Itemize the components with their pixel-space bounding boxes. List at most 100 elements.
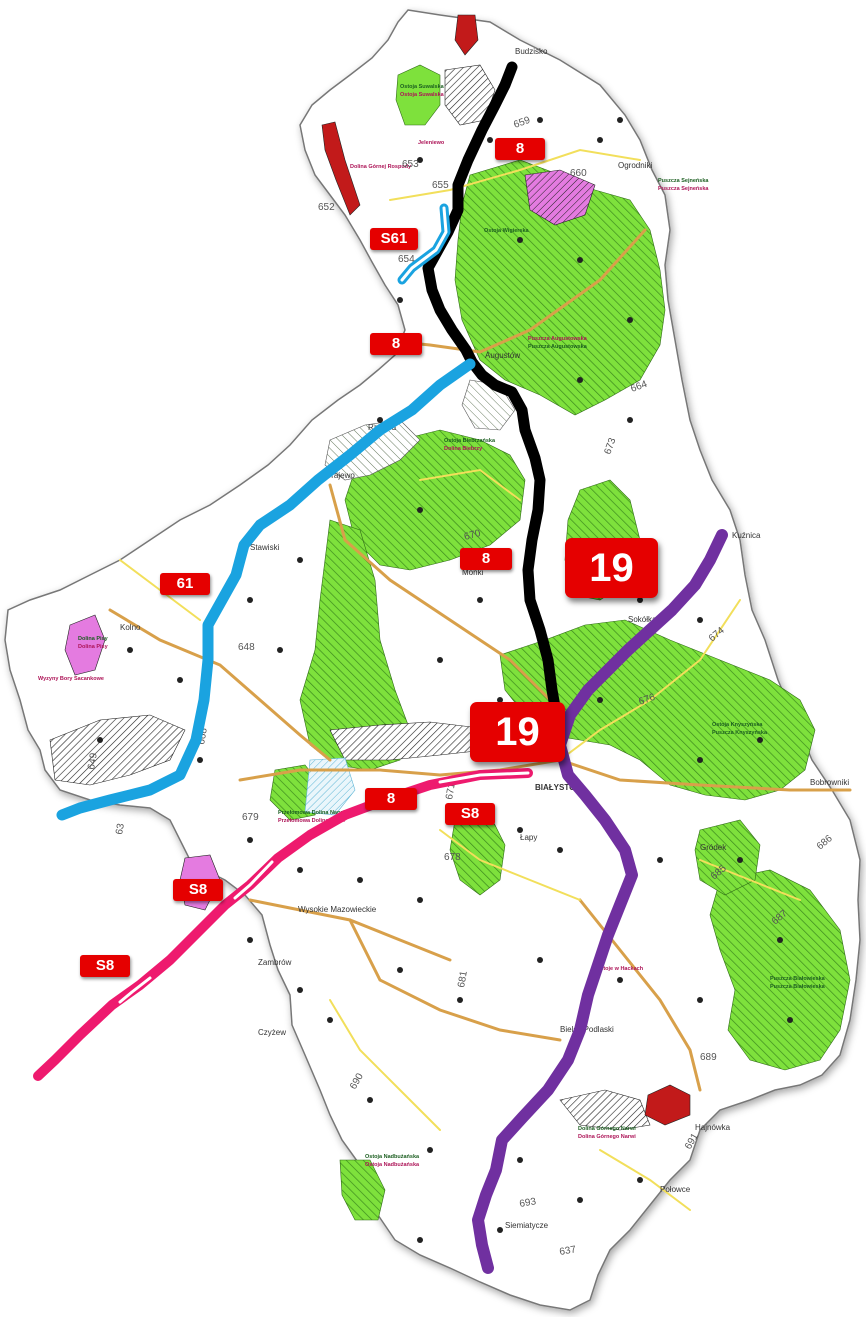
area-label-puszcza-knyszynska: Puszcza Knyszyńska: [712, 730, 768, 736]
route-badge-8-north: 8: [495, 138, 545, 160]
area-label-wyzyny-bory: Wyzyny Bory Sacankowe: [38, 676, 104, 682]
area-label-ostoja-suwalska: Ostoja Suwalska: [400, 84, 445, 90]
place-budzisko: Budzisko: [515, 47, 548, 56]
road-number-649: 649: [86, 752, 100, 771]
route-badge-8-middle: 8: [460, 548, 512, 570]
road-yellow-4: [389, 148, 641, 201]
route-badge-19-south: 19: [470, 702, 565, 762]
road-yellow-6: [329, 999, 441, 1131]
road-network: [108, 148, 852, 1211]
place-augustow: Augustów: [485, 351, 520, 360]
place-zambrow: Zambrów: [258, 958, 292, 967]
road-numbers: 6596606556536526546646736706746766486686…: [86, 115, 835, 1258]
route-badge-61: 61: [160, 573, 210, 595]
place-siemiatycze: Siemiatycze: [505, 1221, 549, 1230]
forest-area-hajnowka: [694, 819, 761, 896]
place-polowce: Połowce: [660, 1185, 691, 1194]
road-number-653: 653: [402, 159, 419, 170]
road-yellow-3: [439, 829, 581, 901]
main-routes: [33, 61, 728, 1274]
place-grodek: Gródek: [700, 843, 727, 852]
route-badge-8-augustow: 8: [370, 333, 422, 355]
road-number-678: 678: [444, 852, 461, 863]
route-s8-inner-west: [118, 976, 152, 1004]
forest-area-suwalki: [395, 64, 441, 126]
pink-zone-pisa: [64, 614, 106, 676]
road-orange-bialystok-east: [558, 758, 852, 792]
place-stawiski: Stawiski: [250, 543, 280, 552]
town-dots: [97, 117, 793, 1243]
road-number-652: 652: [318, 202, 335, 213]
place-kolno: Kolno: [120, 623, 141, 632]
forest-area-augustow: [454, 159, 666, 416]
hatched-area-dark-west: [49, 714, 186, 786]
hatched-area-narew-upper: [559, 1089, 651, 1131]
pink-zones: [64, 14, 691, 1126]
road-yellow-1: [559, 599, 741, 761]
area-label-ostoja-wigierska: Ostoja Wigierska: [484, 228, 530, 234]
road-number-681: 681: [456, 970, 470, 989]
red-zone-rospuda: [321, 121, 361, 216]
road-number-655: 655: [432, 180, 449, 191]
area-label-ostoja-suwalska-2: Ostoja Suwalska: [400, 92, 445, 98]
area-label-dolina-pisy-2: Dolina Pisy: [78, 644, 109, 650]
place-grajewo: Grajewo: [325, 471, 355, 480]
pink-zone-sejny: [524, 169, 596, 226]
area-label-ostoja-nadbuzanska-2: Ostoja Nadbużańska: [365, 1162, 420, 1168]
route-badge-s8-west: S8: [80, 955, 130, 977]
place-kuznica: Kuźnica: [732, 531, 761, 540]
route-s61-inner: [400, 206, 448, 282]
place-monki: Mońki: [462, 568, 484, 577]
route-badge-s61: S61: [370, 228, 418, 250]
place-bobrowniki: Bobrowniki: [810, 778, 849, 787]
road-number-654: 654: [398, 254, 415, 265]
road-orange-bialystok-west: [238, 758, 562, 782]
red-zone-north: [454, 14, 479, 56]
route-badge-19-north: 19: [565, 538, 658, 598]
route-s8-inner-mid: [233, 860, 274, 900]
area-label-dolina-gornego-narwi: Dolina Górnego Narwi: [578, 1126, 636, 1132]
place-hajnowka: Hajnówka: [695, 1123, 731, 1132]
route-s8-inner-east: [438, 771, 530, 784]
place-ogrodniki: Ogrodniki: [618, 161, 652, 170]
area-label-puszcza-sejnenska-2: Puszcza Sejneńska: [658, 186, 709, 192]
area-label-dolina-rospudy: Dolina Górnej Rospudy: [350, 164, 412, 170]
road-number-648: 648: [238, 642, 255, 653]
route-badge-s8-east: S8: [445, 803, 495, 825]
route-8-line: [422, 61, 566, 741]
road-yellow-5: [599, 1149, 691, 1211]
road-orange-south: [348, 918, 562, 1042]
forest-area-biebrza-south: [299, 519, 411, 771]
area-label-jeleniewo: Jeleniewo: [418, 140, 445, 146]
area-label-dolina-pisy: Dolina Pisy: [78, 636, 109, 642]
place-bielsk: Bielsk Podlaski: [560, 1025, 614, 1034]
road-number-693: 693: [519, 1196, 538, 1210]
area-label-dolina-biebrzy: Dolina Biebrzy: [444, 446, 483, 452]
area-label-ostoja-biebrzanska: Ostoja Biebrzańska: [444, 438, 496, 444]
road-yellow-8: [699, 859, 801, 901]
road-number-637: 637: [559, 1244, 578, 1258]
road-number-660: 660: [570, 168, 587, 179]
road-number-63: 63: [114, 822, 127, 835]
area-label-puszcza-sejnenska: Puszcza Sejneńska: [658, 178, 709, 184]
area-label-puszcza-augustowska-2: Puszcza Augustowska: [528, 344, 588, 350]
place-lapy: Łapy: [520, 833, 537, 842]
area-label-dolina-gornego-narwi-2: Dolina Górnego Narwi: [578, 1134, 636, 1140]
area-label-ostoja-nadbuzanska: Ostoja Nadbużańska: [365, 1154, 420, 1160]
area-label-puszcza-augustowska: Puszcza Augustowska: [528, 336, 588, 342]
area-label-dolina-narwi: Przełomowa Dolina Narwi: [278, 810, 345, 816]
place-bialystok: BIAŁYSTOK: [535, 783, 581, 792]
road-number-670: 670: [463, 528, 482, 543]
area-label-ostoja-knyszynska: Ostoja Knyszyńska: [712, 722, 763, 728]
forest-area-bug: [339, 1159, 386, 1221]
place-wysokie: Wysokie Mazowieckie: [298, 905, 377, 914]
area-label-puszcza-bialowieska-2: Puszcza Białowieska: [770, 984, 826, 990]
route-19-line: [472, 529, 728, 1274]
road-yellow-2: [419, 468, 521, 501]
region-outline: [4, 9, 861, 1311]
place-sokolka: Sokółka: [628, 615, 657, 624]
road-orange-kolno: [108, 608, 332, 762]
area-label-puszcza-bialowieska: Puszcza Białowieska: [770, 976, 826, 982]
